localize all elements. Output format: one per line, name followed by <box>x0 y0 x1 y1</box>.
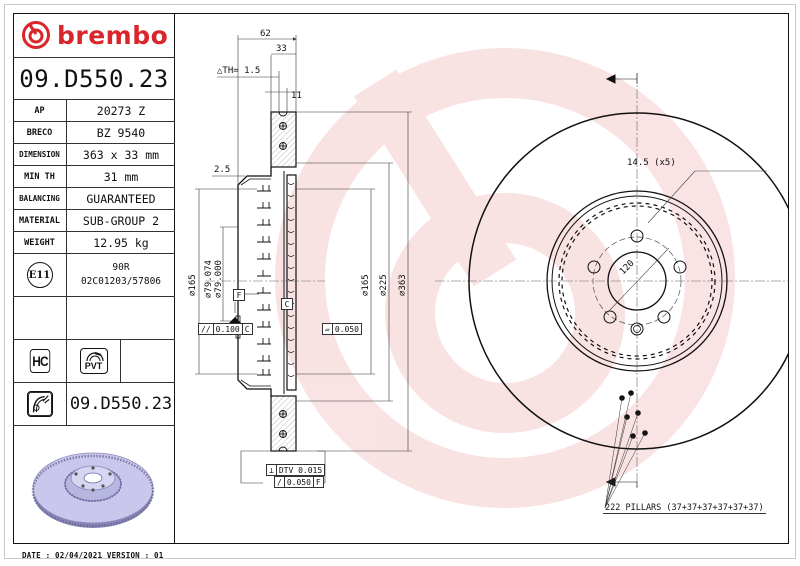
dim-11: 11 <box>291 91 302 101</box>
spec-row-breco: BRECO BZ 9540 <box>13 122 175 144</box>
flatness-value: 0.050 <box>334 324 359 334</box>
pillar-dots <box>619 390 648 439</box>
certification-icon-cell: E11 <box>13 254 67 296</box>
mount-cell <box>13 383 67 425</box>
parallelism-icon: // <box>199 324 214 334</box>
spec-row-min-th: MIN TH 31 mm <box>13 166 175 188</box>
spec-table: AP 20273 Z BRECO BZ 9540 DIMENSION 363 x… <box>13 100 175 254</box>
dim-dia-363: ⌀363 <box>398 274 408 296</box>
pillars-label: 222 PILLARS (37+37+37+37+37+37) <box>603 503 766 514</box>
sheet-border <box>4 4 796 559</box>
spec-row-ap: AP 20273 Z <box>13 100 175 122</box>
spec-value: BZ 9540 <box>96 125 146 140</box>
badge-row: HC PVT <box>13 340 175 383</box>
datum-f-triangle-icon <box>229 317 241 323</box>
pvt-badge-icon: PVT <box>79 348 108 374</box>
dim-dia-165-right: ⌀165 <box>361 274 371 296</box>
spec-key: MIN TH <box>13 166 67 187</box>
dim-delta-th: △TH= 1.5 <box>217 66 260 76</box>
spec-value: 12.95 kg <box>93 235 149 250</box>
datum-f-box: F <box>233 289 245 301</box>
flatness-icon: ▱ <box>323 324 333 334</box>
parallelism-datum: C <box>244 324 250 334</box>
spec-key: WEIGHT <box>13 232 67 253</box>
e11-approval-icon: E11 <box>26 262 53 288</box>
spec-value: SUB-GROUP 2 <box>82 213 160 228</box>
cert-regulation: 90R <box>112 262 130 273</box>
footer-date-version: DATE : 02/04/2021 VERSION : 01 <box>22 551 164 560</box>
spec-row-balancing: BALANCING GUARANTEED <box>13 188 175 210</box>
dimension-labels: 62 33 △TH= 1.5 11 2.5 ⌀165 ⌀79.074 ⌀79.0… <box>188 29 408 298</box>
dtv-tolerance-frame: ⊥ DTV 0.015 <box>266 464 326 476</box>
spec-value: GUARANTEED <box>86 191 156 206</box>
spec-key: DIMENSION <box>13 144 67 165</box>
spec-key: AP <box>13 100 67 121</box>
reference-row: 09.D550.23 <box>13 383 175 426</box>
hc-badge-icon: HC <box>29 349 50 373</box>
reference-part-number: 09.D550.23 <box>69 394 173 414</box>
certification-value: 90R 02C01203/57806 <box>67 254 175 296</box>
parallelism-value: 0.100 <box>214 324 243 334</box>
parallelism-tolerance-frame: // 0.100 C <box>198 323 253 335</box>
dim-33: 33 <box>276 44 287 54</box>
dim-pcd-120: 120 <box>618 259 637 278</box>
cert-approval-number: 02C01203/57806 <box>80 276 162 287</box>
technical-drawing: 62 33 △TH= 1.5 11 2.5 ⌀165 ⌀79.074 ⌀79.0… <box>175 13 800 544</box>
runout-value: 0.050 <box>285 477 314 487</box>
dim-dia-79-074: ⌀79.074 <box>204 260 214 298</box>
spec-key: MATERIAL <box>13 210 67 231</box>
spec-row-dimension: DIMENSION 363 x 33 mm <box>13 144 175 166</box>
spec-value: 363 x 33 mm <box>82 147 160 162</box>
section-view <box>235 111 297 452</box>
spec-row-weight: WEIGHT 12.95 kg <box>13 232 175 254</box>
perpendicularity-icon: ⊥ <box>267 465 277 475</box>
dim-62: 62 <box>260 29 271 39</box>
empty-row <box>13 297 175 340</box>
spec-value: 31 mm <box>103 169 139 184</box>
spec-value: 20273 Z <box>96 103 146 118</box>
dtv-value: DTV 0.015 <box>278 465 323 475</box>
drawing-frame <box>13 13 789 544</box>
dim-dia-225: ⌀225 <box>379 274 389 296</box>
spec-row-material: MATERIAL SUB-GROUP 2 <box>13 210 175 232</box>
spec-key: BALANCING <box>13 188 67 209</box>
certification-row: E11 90R 02C01203/57806 <box>13 254 175 297</box>
dim-2-5: 2.5 <box>214 165 230 175</box>
spec-key: BRECO <box>13 122 67 143</box>
disc-arc-icon <box>85 352 104 361</box>
brand-header: brembo <box>13 13 175 58</box>
brand-name: brembo <box>57 20 169 50</box>
pvt-label: PVT <box>84 361 103 371</box>
brembo-watermark-icon <box>275 48 735 508</box>
pvt-cell: PVT <box>67 340 121 382</box>
drawing-canvas: 62 33 △TH= 1.5 11 2.5 ⌀165 ⌀79.074 ⌀79.0… <box>188 29 800 509</box>
brake-disc-image <box>31 452 155 528</box>
disc-mounting-icon <box>26 391 53 417</box>
runout-icon: / <box>275 477 285 487</box>
dim-dia-165-left: ⌀165 <box>188 274 198 296</box>
title-block: brembo 09.D550.23 AP 20273 Z BRECO BZ 95… <box>13 13 175 544</box>
disc-3d-render <box>13 426 175 544</box>
runout-tolerance-frame: / 0.050 F <box>274 476 324 488</box>
bolt-hole-label: 14.5 (x5) <box>627 158 676 168</box>
dim-dia-79-000: ⌀79.000 <box>214 260 224 298</box>
runout-datum: F <box>315 477 321 487</box>
brembo-logo-icon <box>22 21 50 49</box>
datum-c-box: C <box>281 298 293 310</box>
front-view <box>468 73 800 509</box>
tone-ring-teeth <box>558 202 716 360</box>
part-number: 09.D550.23 <box>13 58 175 100</box>
flatness-tolerance-frame: ▱ 0.050 <box>322 323 362 335</box>
hc-cell: HC <box>13 340 67 382</box>
